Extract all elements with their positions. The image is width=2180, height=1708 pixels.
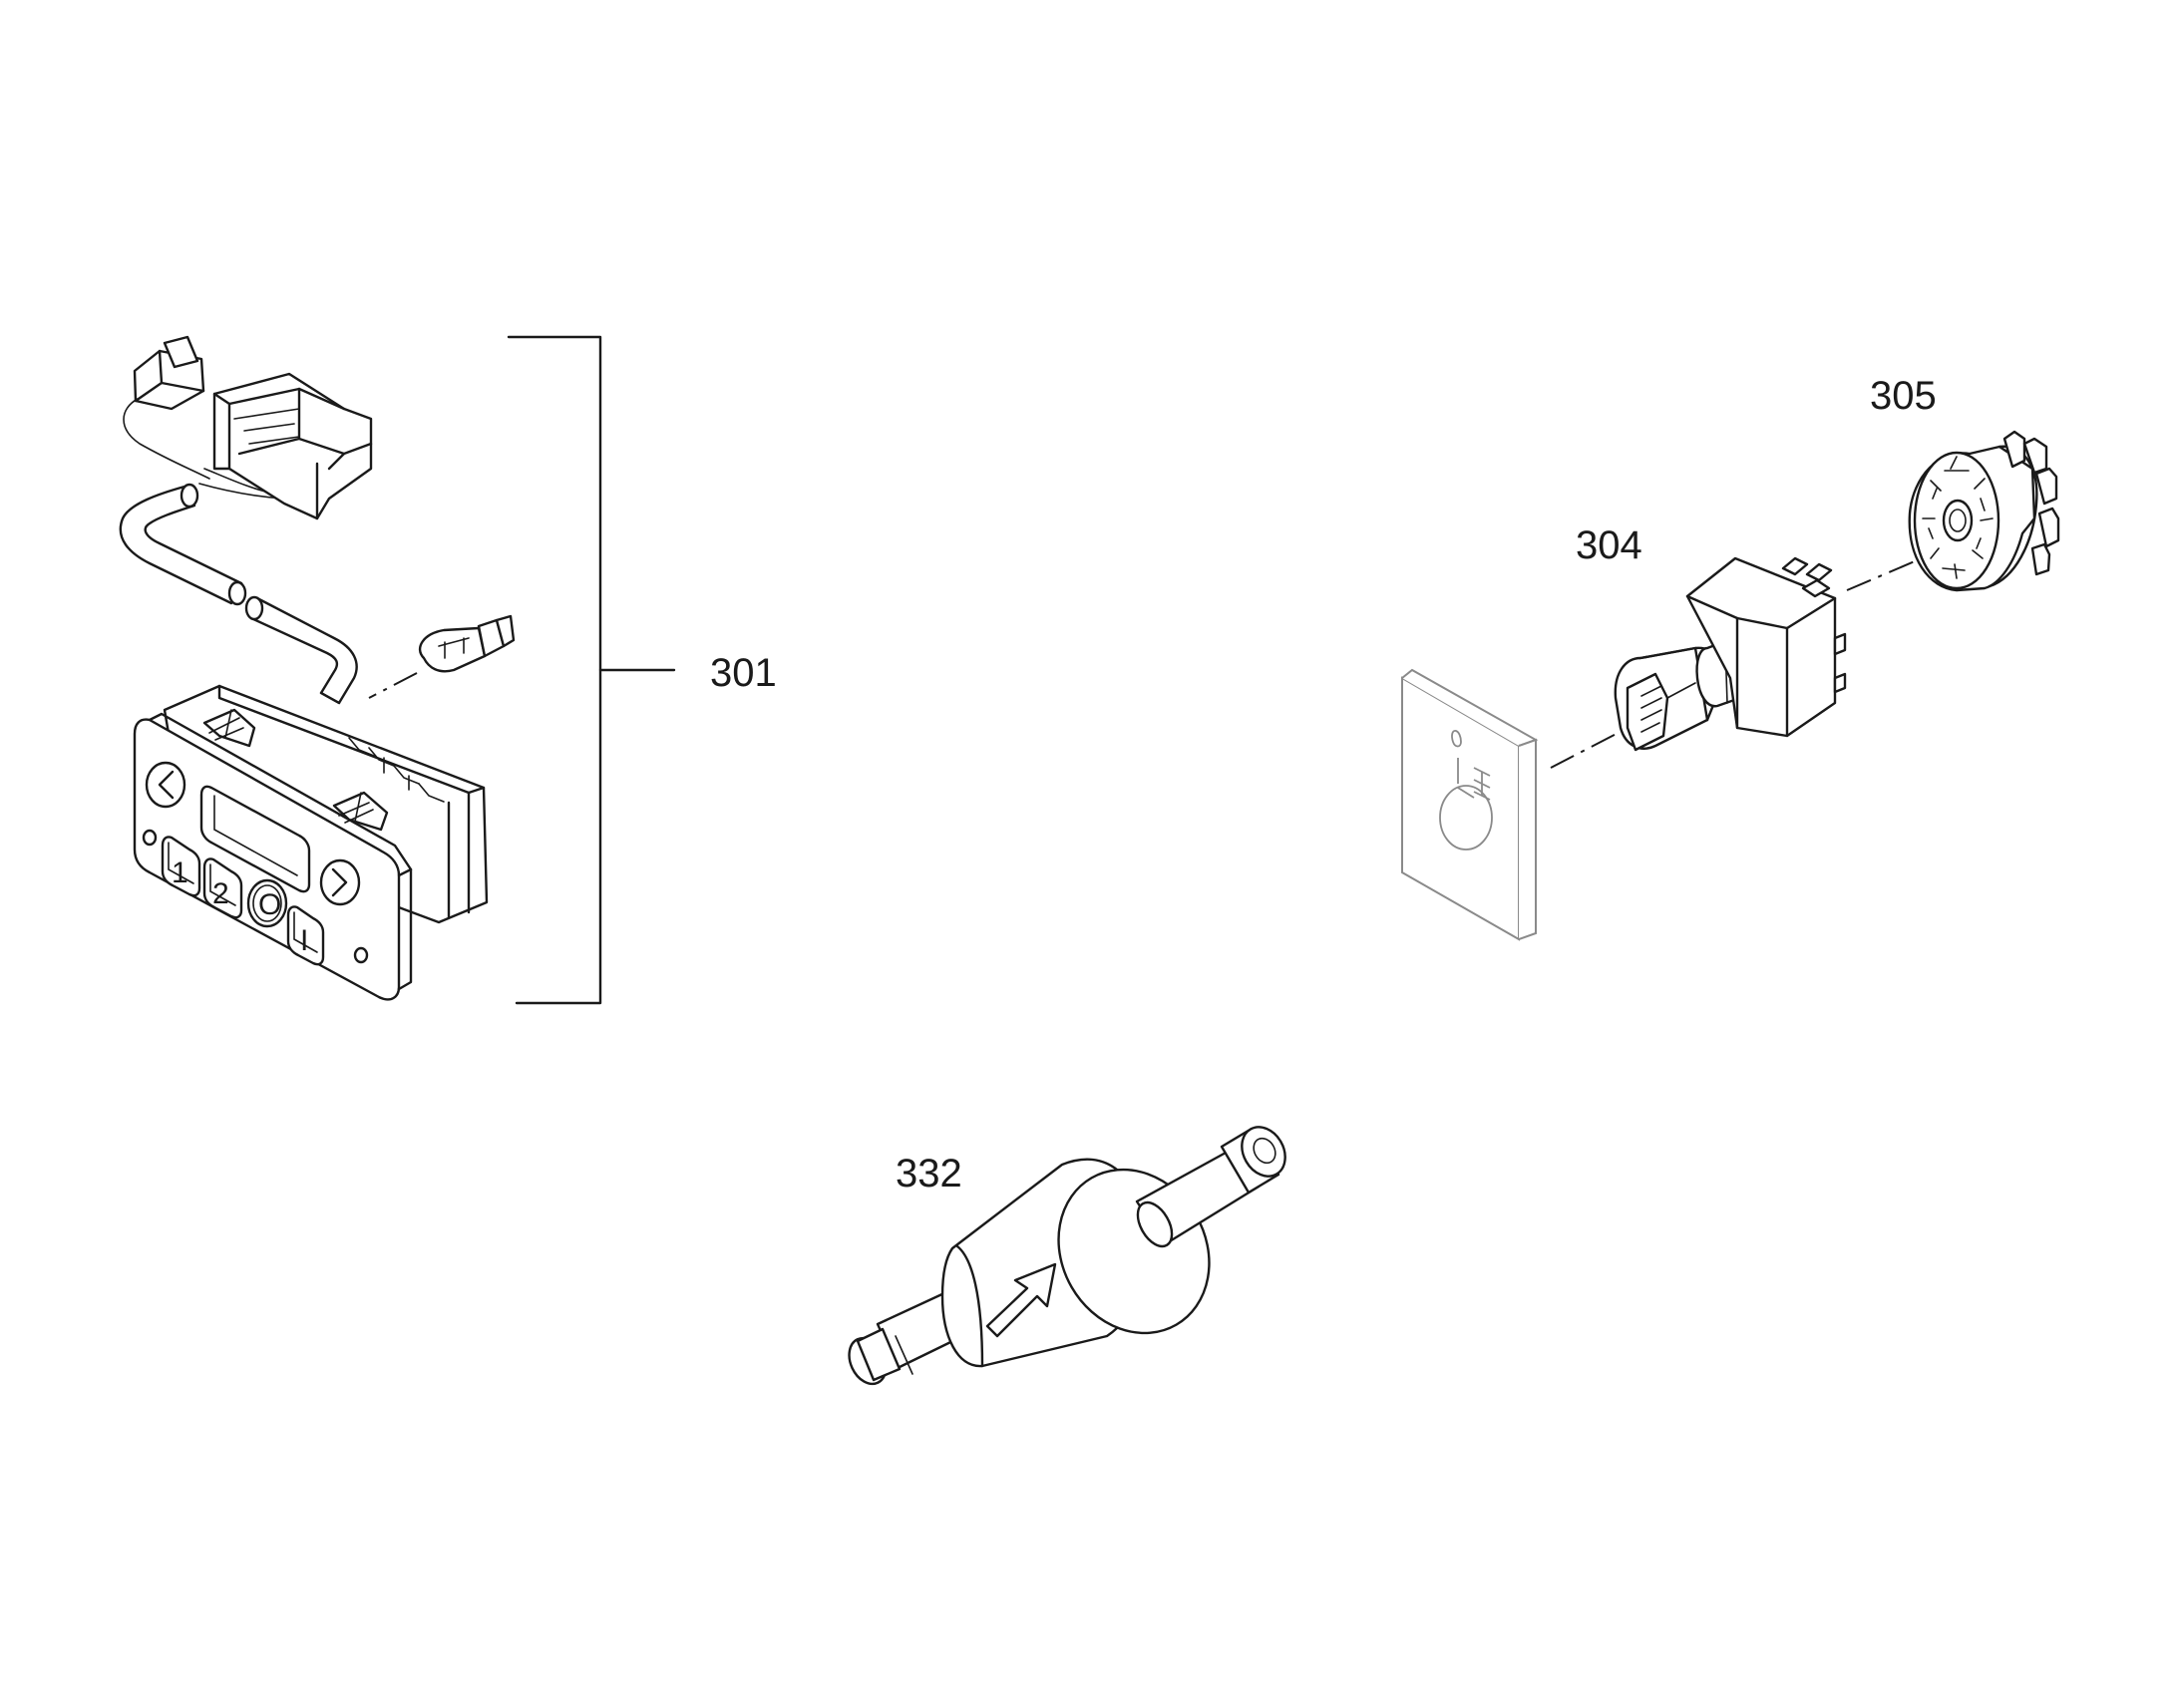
button-off-label: O (258, 888, 281, 921)
button-2[interactable]: 2 (202, 857, 243, 919)
part-304-rotary-switch: 304 (1401, 523, 1951, 941)
button-2-label: 2 (212, 877, 229, 910)
button-1-label: 1 (172, 856, 188, 889)
button-1[interactable]: 1 (161, 836, 201, 897)
callout-304: 304 (1576, 523, 1642, 567)
button-on[interactable]: I (286, 905, 325, 966)
small-connector-plug (133, 335, 205, 411)
callout-305: 305 (1870, 374, 1937, 418)
flow-direction-arrow (985, 1262, 1057, 1338)
mounting-plate (1401, 668, 1539, 941)
large-connector-housing (212, 372, 373, 520)
operating-unit-faceplate: 1 2 O I (133, 712, 413, 1001)
right-arrow-button[interactable] (319, 858, 361, 906)
cable-sleeve (119, 483, 358, 705)
part-301-operating-unit: 1 2 O I 301 (119, 335, 777, 1005)
indicator-bulb (368, 614, 516, 699)
callout-332: 332 (896, 1152, 962, 1196)
part-305-switch-cap: 305 (1870, 374, 2060, 592)
button-on-label: I (300, 924, 308, 957)
part-332-fuel-filter: 332 (848, 1126, 1286, 1386)
left-arrow-button[interactable] (145, 761, 186, 809)
assembly-bracket (507, 335, 602, 1005)
callout-301: 301 (710, 651, 777, 695)
button-off[interactable]: O (246, 878, 288, 928)
switch-body (1685, 556, 1847, 738)
